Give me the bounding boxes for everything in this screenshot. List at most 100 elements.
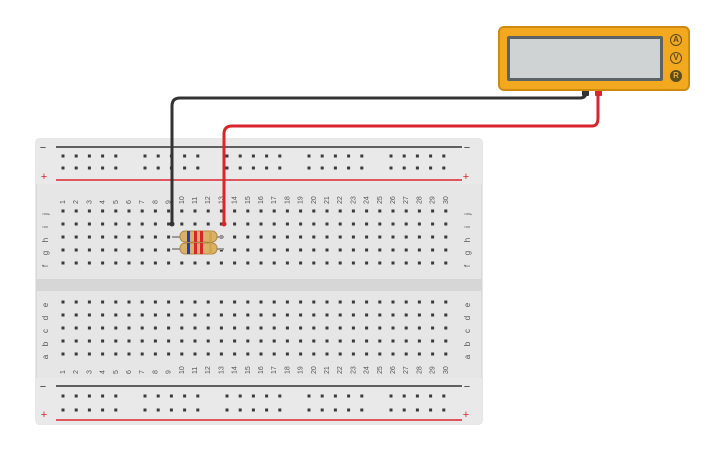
breadboard-hole[interactable] [444, 222, 448, 226]
breadboard-hole[interactable] [417, 339, 421, 343]
breadboard-hole[interactable] [417, 222, 421, 226]
breadboard-hole[interactable] [193, 352, 197, 356]
breadboard-hole[interactable] [417, 248, 421, 252]
breadboard-hole[interactable] [285, 313, 289, 317]
breadboard-hole[interactable] [347, 394, 351, 398]
breadboard-hole[interactable] [156, 408, 160, 412]
breadboard-hole[interactable] [312, 313, 316, 317]
breadboard-hole[interactable] [206, 235, 210, 239]
breadboard-hole[interactable] [87, 261, 91, 265]
breadboard-hole[interactable] [365, 248, 369, 252]
breadboard-hole[interactable] [140, 235, 144, 239]
breadboard-hole[interactable] [417, 313, 421, 317]
breadboard-hole[interactable] [74, 326, 78, 330]
breadboard-hole[interactable] [312, 248, 316, 252]
breadboard-hole[interactable] [429, 394, 433, 398]
breadboard-hole[interactable] [114, 209, 118, 213]
breadboard-hole[interactable] [444, 326, 448, 330]
breadboard-hole[interactable] [365, 339, 369, 343]
breadboard-hole[interactable] [114, 339, 118, 343]
breadboard-hole[interactable] [87, 209, 91, 213]
breadboard-hole[interactable] [325, 222, 329, 226]
breadboard-hole[interactable] [101, 408, 105, 412]
breadboard-hole[interactable] [74, 300, 78, 304]
breadboard-hole[interactable] [140, 339, 144, 343]
breadboard-hole[interactable] [233, 352, 237, 356]
breadboard-hole[interactable] [391, 339, 395, 343]
breadboard-hole[interactable] [114, 408, 118, 412]
breadboard-hole[interactable] [169, 394, 173, 398]
breadboard-hole[interactable] [272, 248, 276, 252]
breadboard-hole[interactable] [378, 235, 382, 239]
breadboard-hole[interactable] [338, 326, 342, 330]
breadboard-hole[interactable] [206, 300, 210, 304]
breadboard-hole[interactable] [127, 300, 131, 304]
breadboard-hole[interactable] [167, 248, 171, 252]
breadboard-hole[interactable] [429, 154, 433, 158]
breadboard-hole[interactable] [444, 261, 448, 265]
breadboard-hole[interactable] [404, 300, 408, 304]
breadboard-hole[interactable] [272, 235, 276, 239]
breadboard-hole[interactable] [87, 408, 91, 412]
breadboard-hole[interactable] [299, 261, 303, 265]
breadboard-hole[interactable] [325, 339, 329, 343]
breadboard-hole[interactable] [140, 261, 144, 265]
mode-button-resistance[interactable]: R [670, 70, 682, 82]
breadboard-hole[interactable] [325, 248, 329, 252]
breadboard-hole[interactable] [143, 154, 147, 158]
breadboard-hole[interactable] [431, 326, 435, 330]
breadboard-hole[interactable] [299, 300, 303, 304]
breadboard-hole[interactable] [238, 166, 242, 170]
breadboard-hole[interactable] [365, 326, 369, 330]
breadboard-hole[interactable] [251, 394, 255, 398]
breadboard-hole[interactable] [225, 154, 229, 158]
breadboard-hole[interactable] [365, 235, 369, 239]
breadboard-hole[interactable] [299, 352, 303, 356]
breadboard-hole[interactable] [74, 166, 78, 170]
breadboard-hole[interactable] [378, 261, 382, 265]
breadboard-hole[interactable] [325, 261, 329, 265]
breadboard-hole[interactable] [272, 209, 276, 213]
breadboard-hole[interactable] [259, 300, 263, 304]
breadboard-hole[interactable] [87, 394, 91, 398]
breadboard-hole[interactable] [74, 154, 78, 158]
breadboard-hole[interactable] [320, 154, 324, 158]
breadboard-hole[interactable] [140, 352, 144, 356]
breadboard-hole[interactable] [351, 300, 355, 304]
breadboard-hole[interactable] [278, 394, 282, 398]
breadboard-hole[interactable] [351, 261, 355, 265]
breadboard-hole[interactable] [312, 300, 316, 304]
breadboard-hole[interactable] [444, 352, 448, 356]
breadboard-hole[interactable] [193, 235, 197, 239]
breadboard-hole[interactable] [278, 154, 282, 158]
breadboard-hole[interactable] [114, 166, 118, 170]
breadboard-hole[interactable] [338, 235, 342, 239]
breadboard-hole[interactable] [101, 248, 105, 252]
breadboard-hole[interactable] [299, 222, 303, 226]
breadboard-hole[interactable] [167, 352, 171, 356]
breadboard-hole[interactable] [338, 261, 342, 265]
breadboard-hole[interactable] [169, 154, 173, 158]
breadboard-hole[interactable] [61, 154, 65, 158]
breadboard-hole[interactable] [246, 326, 250, 330]
breadboard-hole[interactable] [320, 394, 324, 398]
breadboard-hole[interactable] [285, 326, 289, 330]
breadboard-hole[interactable] [442, 394, 446, 398]
breadboard-hole[interactable] [429, 166, 433, 170]
breadboard-hole[interactable] [272, 326, 276, 330]
breadboard-hole[interactable] [61, 300, 65, 304]
breadboard-hole[interactable] [272, 339, 276, 343]
breadboard-hole[interactable] [167, 326, 171, 330]
breadboard-hole[interactable] [180, 352, 184, 356]
breadboard-hole[interactable] [360, 394, 364, 398]
breadboard-hole[interactable] [444, 300, 448, 304]
breadboard-hole[interactable] [87, 300, 91, 304]
breadboard-hole[interactable] [114, 313, 118, 317]
breadboard-hole[interactable] [391, 235, 395, 239]
breadboard-hole[interactable] [442, 408, 446, 412]
breadboard-hole[interactable] [312, 339, 316, 343]
breadboard-hole[interactable] [246, 313, 250, 317]
breadboard-hole[interactable] [278, 166, 282, 170]
breadboard-hole[interactable] [143, 166, 147, 170]
breadboard-hole[interactable] [259, 339, 263, 343]
